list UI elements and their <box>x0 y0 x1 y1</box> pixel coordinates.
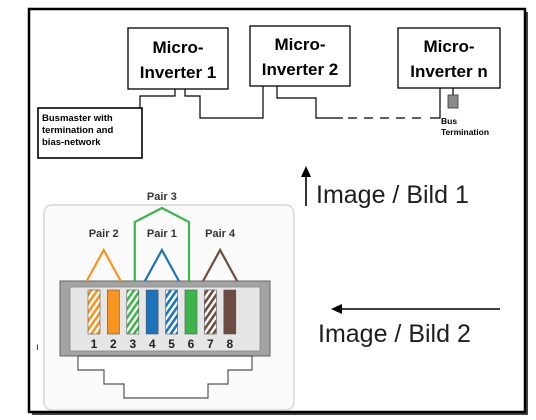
pin-8 <box>223 289 237 335</box>
pair-4-marker <box>202 247 239 282</box>
stray-mark: ı <box>36 342 39 353</box>
micro-inverter-1-line2: Inverter 1 <box>140 63 217 82</box>
pin-number-1: 1 <box>91 337 98 351</box>
bus-termination-line-2: Termination <box>441 127 489 137</box>
pin-number-6: 6 <box>188 337 195 351</box>
pin-2 <box>107 289 120 335</box>
image-1-pointer: Image / Bild 1 <box>301 166 469 209</box>
busmaster-line-3: bias-network <box>42 137 101 148</box>
left-arrow-icon <box>331 304 342 314</box>
wire-inverter-1-to-inverter-2 <box>184 86 264 119</box>
micro-inverter-n-line1: Micro- <box>424 37 475 56</box>
micro-inverter-2-line2: Inverter 2 <box>262 60 339 79</box>
rj45-latch-outline <box>77 355 253 399</box>
wire-busmaster-to-inverter-1 <box>139 89 176 108</box>
busmaster-line-1: Busmaster with <box>42 113 113 124</box>
pin-number-8: 8 <box>226 337 233 351</box>
image-2-label: Image / Bild 2 <box>318 320 471 348</box>
pair-4-label: Pair 4 <box>205 228 236 240</box>
wire-inverter-2-out <box>276 86 343 119</box>
wire-to-inverter-n <box>430 88 441 119</box>
pair-2-marker <box>85 247 122 282</box>
pin-5 <box>165 289 178 335</box>
bus-wiring <box>139 86 459 119</box>
bus-termination-line-1: Bus <box>441 116 457 126</box>
pin-3 <box>126 289 140 335</box>
pin-number-7: 7 <box>207 337 214 351</box>
micro-inverter-n: Micro- Inverter n <box>397 27 501 89</box>
pin-4 <box>145 289 159 335</box>
busmaster-box: Busmaster with termination and bias-netw… <box>37 107 143 159</box>
pin-number-4: 4 <box>149 337 156 351</box>
busmaster-line-2: termination and <box>42 125 113 136</box>
pair-1-marker <box>143 247 180 282</box>
micro-inverter-1-line1: Micro- <box>153 38 204 57</box>
micro-inverter-n-line2: Inverter n <box>410 62 487 81</box>
micro-inverter-1: Micro- Inverter 1 <box>127 27 229 90</box>
bus-termination-block <box>447 94 459 109</box>
image-2-pointer: Image / Bild 2 <box>318 304 500 348</box>
micro-inverter-2: Micro- Inverter 2 <box>249 25 351 87</box>
up-arrow-icon <box>301 166 311 177</box>
pin-1 <box>87 289 101 335</box>
pin-6 <box>184 289 198 335</box>
image-1-label: Image / Bild 1 <box>316 181 469 209</box>
pair-1-label: Pair 1 <box>147 228 177 240</box>
micro-inverter-2-line1: Micro- <box>275 35 326 54</box>
pin-number-5: 5 <box>168 337 175 351</box>
pin-number-2: 2 <box>110 337 117 351</box>
pair-markers: Pair 3 Pair 2 Pair 1 Pair 4 <box>85 191 239 282</box>
pin-7 <box>204 289 217 335</box>
pair-2-label: Pair 2 <box>89 228 119 240</box>
pair-3-marker <box>133 206 191 281</box>
pin-number-3: 3 <box>129 337 136 351</box>
bus-termination-label: Bus Termination <box>441 116 489 137</box>
pair-3-label: Pair 3 <box>147 191 177 203</box>
